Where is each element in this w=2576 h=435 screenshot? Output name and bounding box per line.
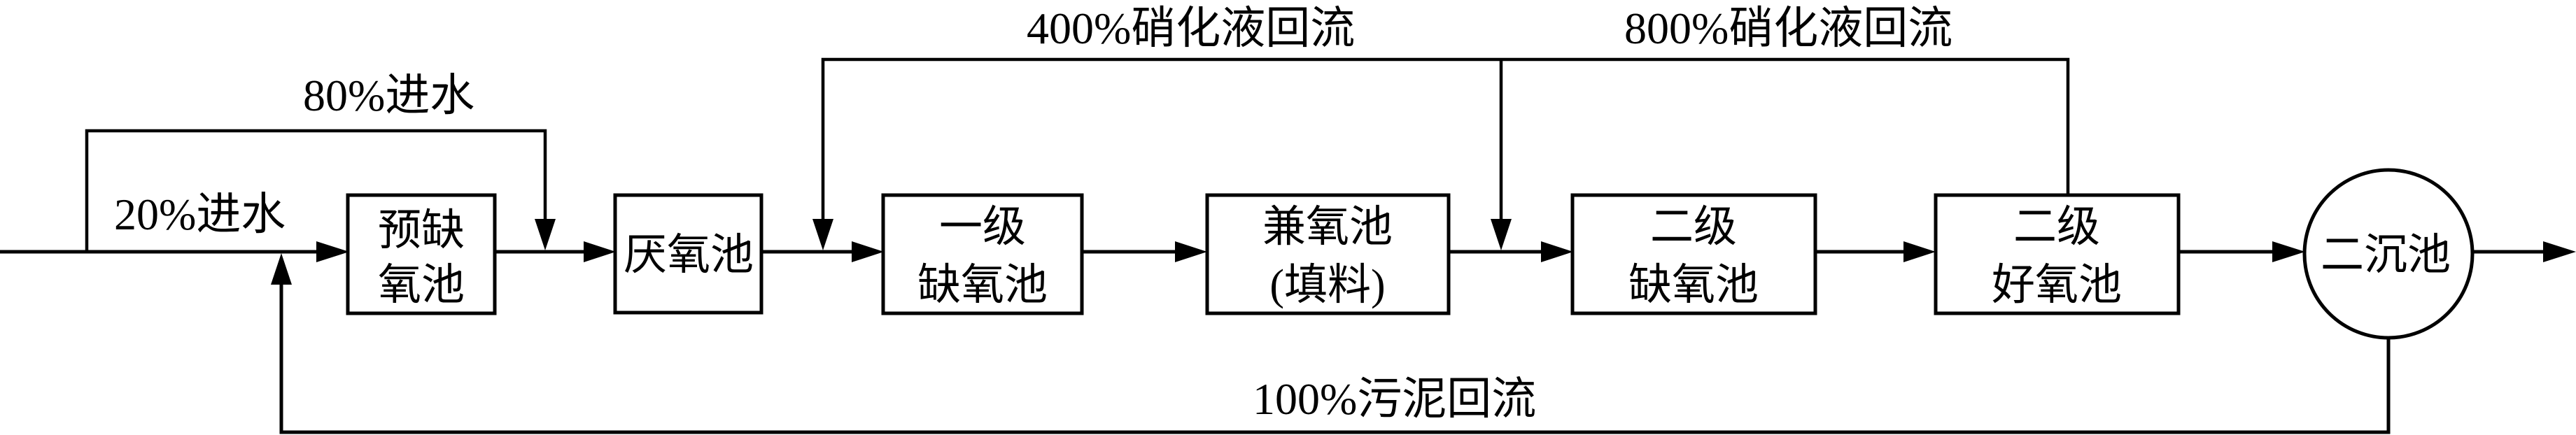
unit-aerobic-2: 二级 好氧池 [1934,193,2181,315]
unit-anaerobic: 厌氧池 [613,193,763,315]
arrow-into-pre-anoxic [316,241,349,262]
unit-secondary-clarifier-label: 二沉池 [2321,231,2451,279]
unit-pre-anoxic: 预缺 氧池 [346,193,497,315]
label-influent-80: 80%进水 [303,71,474,120]
unit-anoxic-1: 一级 缺氧池 [881,193,1084,315]
unit-secondary-clarifier: 二沉池 [2302,168,2475,340]
unit-facultative-line-1: 兼氧池 [1262,204,1393,251]
arrow-influent-80 [535,219,556,250]
unit-pre-anoxic-line-1: 预缺 [378,207,465,255]
label-nitrate-recycle-800: 800%硝化液回流 [1624,3,1952,53]
arrow-into-aerobic-2 [1903,241,1936,262]
arrow-into-facultative [1175,241,1207,262]
arrow-nitrate-400 [812,219,833,250]
influent-80-bypass-line [85,129,547,252]
unit-anoxic-2-line-2: 缺氧池 [1628,262,1759,309]
arrow-into-anoxic-1 [852,241,884,262]
unit-aerobic-2-line-2: 好氧池 [1992,262,2122,309]
arrow-nitrate-800 [1491,219,1512,250]
unit-facultative: 兼氧池 (填料) [1205,193,1451,315]
nitrate-recycle-line [821,57,2070,220]
arrow-into-anaerobic [584,241,616,262]
unit-facultative-line-2: (填料) [1269,262,1385,309]
sludge-return-line [279,281,2391,434]
unit-aerobic-2-line-1: 二级 [2013,204,2100,251]
arrow-into-clarifier [2272,241,2305,262]
label-sludge-return-100: 100%污泥回流 [1253,374,1536,424]
unit-anoxic-1-line-1: 一级 [939,204,1026,251]
unit-anoxic-1-line-2: 缺氧池 [917,262,1048,309]
unit-anoxic-2-line-1: 二级 [1650,204,1737,251]
unit-anoxic-2: 二级 缺氧池 [1570,193,1817,315]
arrow-into-anoxic-2 [1541,241,1573,262]
unit-anaerobic-label: 厌氧池 [624,231,754,279]
arrow-sludge-return [271,253,292,285]
arrow-outlet [2543,241,2576,262]
unit-pre-anoxic-line-2: 氧池 [378,262,465,309]
label-influent-20: 20%进水 [114,190,286,239]
label-nitrate-recycle-400: 400%硝化液回流 [1027,3,1355,53]
